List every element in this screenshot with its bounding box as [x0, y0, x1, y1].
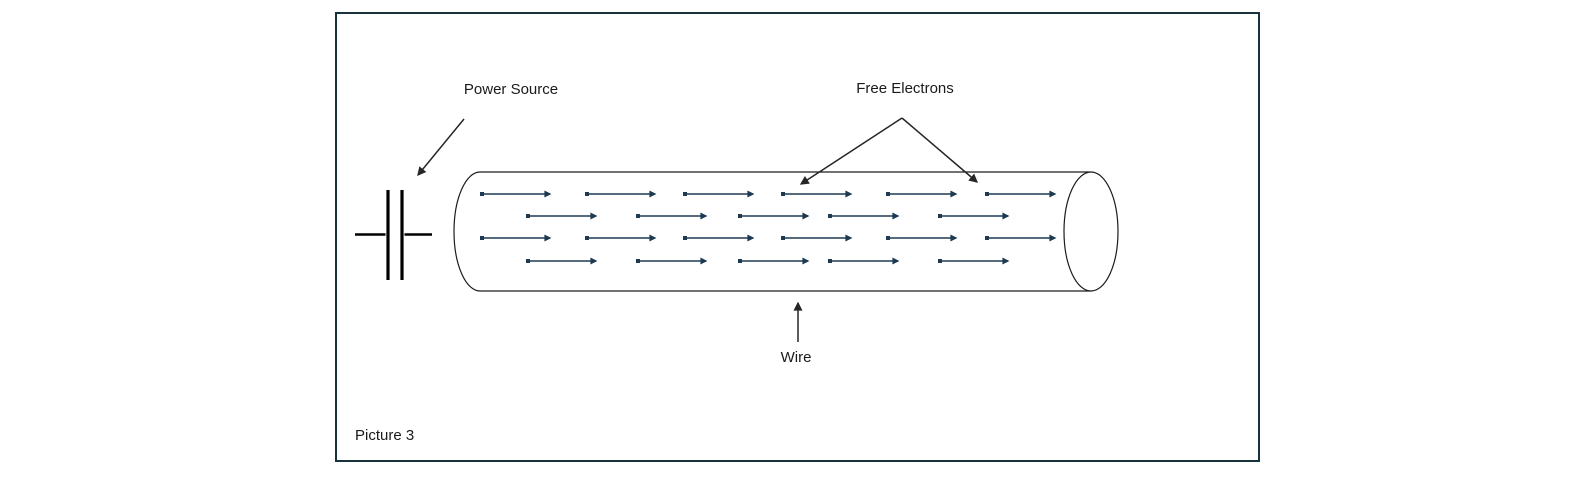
power-source-symbol: [355, 190, 432, 280]
electron-arrows: [480, 190, 1057, 265]
free-electrons-pointer-right-arrow: [901, 117, 979, 183]
wire-label: Wire: [780, 349, 812, 366]
wire-right-end-ellipse: [1063, 171, 1119, 292]
free-electrons-label: Free Electrons: [856, 80, 954, 97]
picture-caption: Picture 3: [355, 427, 415, 444]
free-electrons-pointer-left-arrow: [799, 117, 903, 185]
power-source-pointer-arrow: [417, 118, 465, 177]
pointer-arrows: [417, 117, 979, 342]
power-source-label: Power Source: [463, 81, 559, 98]
wire-left-end-arc: [453, 171, 481, 292]
wire-cylinder: [453, 171, 1119, 292]
